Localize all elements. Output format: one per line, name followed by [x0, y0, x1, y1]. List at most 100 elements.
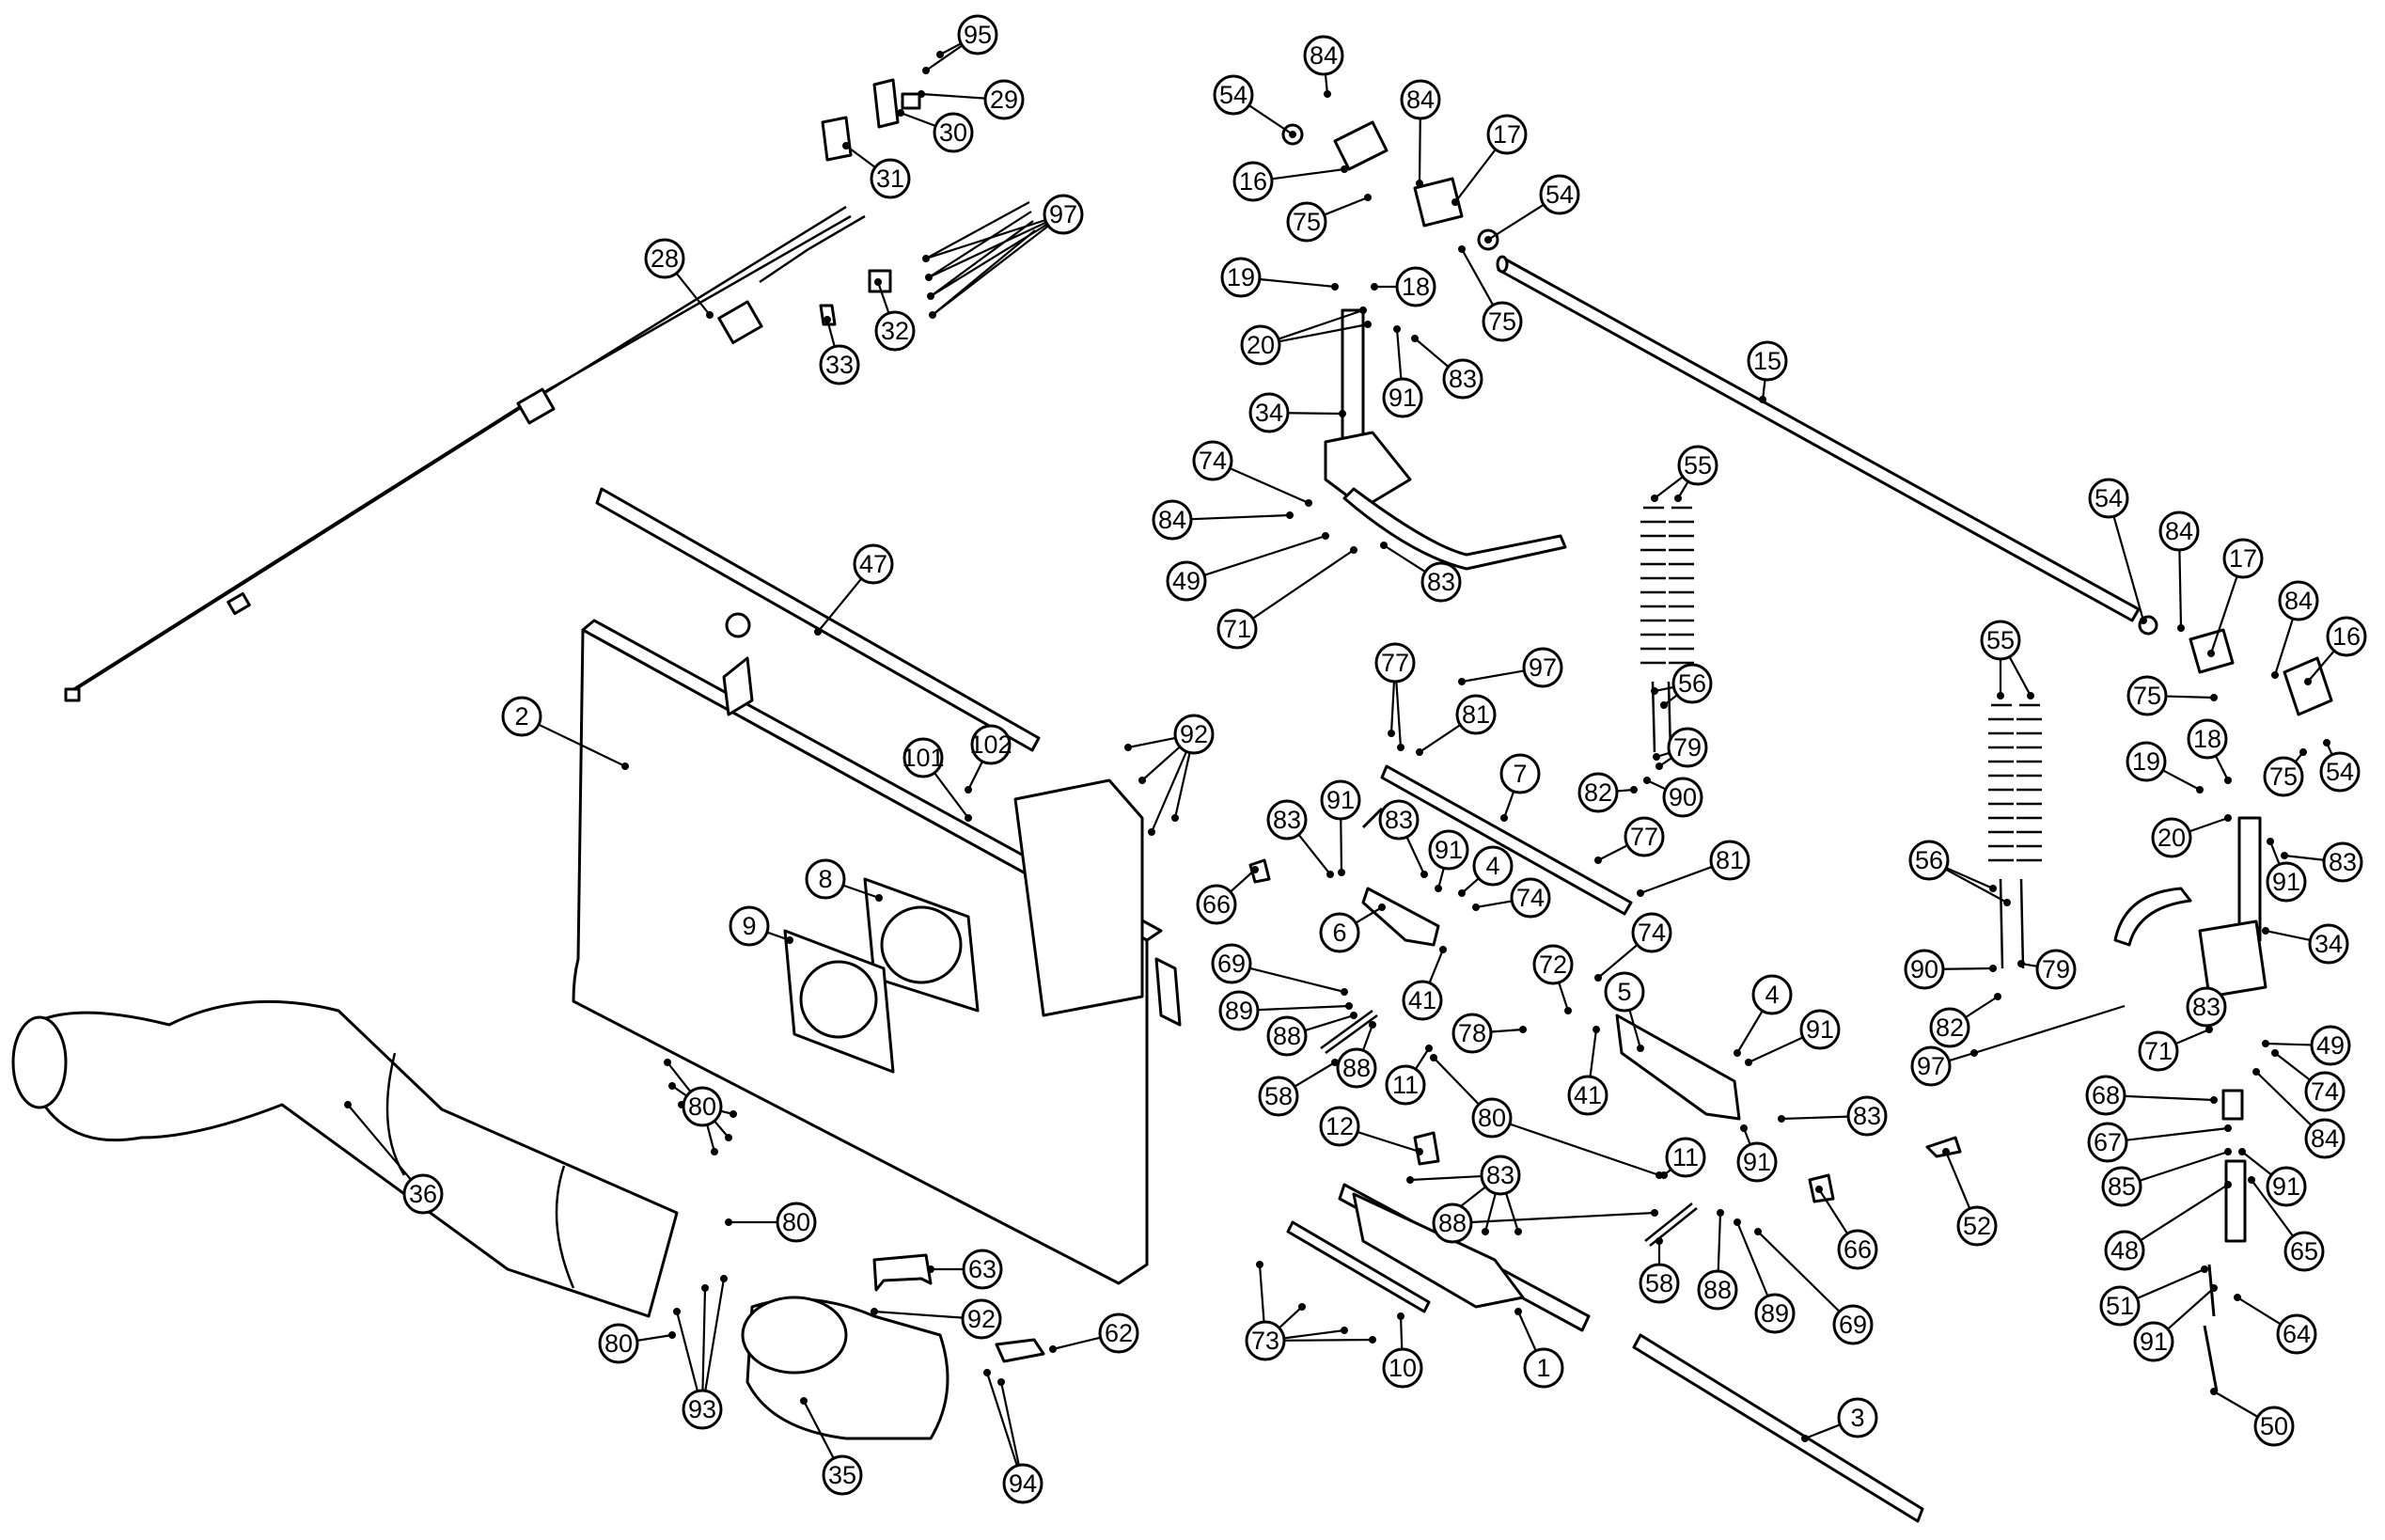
callout-label: 72 [1539, 951, 1567, 979]
leader-dot [2210, 1388, 2218, 1395]
callout-label: 75 [2133, 682, 2161, 710]
callout-95: 95 [922, 14, 998, 74]
callout-label: 74 [1516, 884, 1545, 912]
leader-dot [1359, 306, 1367, 314]
callout-circle [1736, 1141, 1778, 1183]
callout-leader [538, 723, 626, 767]
callout-circle [1522, 647, 1563, 688]
wiring-harness [64, 205, 866, 702]
callout-label: 52 [1963, 1212, 1991, 1240]
leader-dot [965, 814, 972, 822]
callout-label: 54 [1546, 181, 1574, 209]
callout-91: 91 [1428, 829, 1469, 892]
leader-dot [2323, 739, 2330, 746]
callout-47: 47 [814, 543, 894, 636]
callout-19: 19 [1220, 257, 1339, 298]
leader-dot [936, 51, 944, 58]
callout-label: 11 [1392, 1071, 1419, 1099]
callout-label: 64 [2283, 1320, 2311, 1348]
callout-circle [1211, 943, 1252, 984]
leader-dot [1406, 1176, 1414, 1184]
leader-dot [2017, 960, 2025, 967]
callout-75: 75 [1286, 194, 1372, 243]
leader-dot [1458, 678, 1466, 685]
callout-label: 79 [1673, 733, 1702, 762]
callout-circle [2186, 986, 2227, 1028]
callout-label: 88 [1273, 1022, 1301, 1050]
callout-91: 91 [2238, 1148, 2307, 1207]
callout-69: 69 [1754, 1228, 1874, 1345]
callout-94: 94 [983, 1369, 1043, 1504]
callout-label: 78 [1458, 1019, 1486, 1047]
callout-8: 8 [805, 858, 883, 902]
callout-leader [1399, 1315, 1404, 1350]
callout-circle [1395, 266, 1436, 307]
callout-label: 88 [1342, 1054, 1371, 1082]
callout-label: 84 [2165, 517, 2193, 545]
callout-leader [1203, 534, 1326, 576]
callout-74: 74 [1594, 912, 1672, 982]
callout-circle [1216, 608, 1258, 650]
callout-circle [1499, 753, 1541, 794]
callout-66: 66 [1196, 866, 1259, 925]
leader-dot [1341, 988, 1348, 996]
callout-17: 17 [1451, 114, 1528, 206]
leader-dot [730, 1110, 737, 1118]
callout-leader [1324, 196, 1369, 216]
callout-circle [2158, 511, 2200, 552]
callout-circle [1480, 1155, 1521, 1196]
callout-101: 101 [902, 737, 972, 822]
callout-leader [920, 92, 986, 100]
callout-83: 83 [1378, 799, 1428, 878]
leader-dot [1514, 1308, 1522, 1315]
callout-label: 56 [1678, 669, 1706, 698]
callout-circle [1523, 1347, 1564, 1389]
callout-leader [1509, 1123, 1660, 1177]
leader-dot [927, 292, 934, 300]
callout-label: 81 [1462, 700, 1490, 729]
callout-3: 3 [1801, 1397, 1878, 1442]
leader-dot [344, 1101, 352, 1108]
leader-dot [1378, 904, 1386, 911]
callout-label: 69 [1839, 1311, 1867, 1339]
callout-label: 51 [2106, 1292, 2134, 1320]
callout-leader [1945, 868, 2008, 904]
callout-label: 12 [1326, 1112, 1354, 1140]
callout-leader [1355, 906, 1383, 924]
callout-circle [902, 737, 944, 778]
leader-dot [800, 1397, 808, 1405]
callout-17: 17 [2207, 538, 2264, 657]
callout-label: 19 [2132, 747, 2160, 776]
callout-leader [701, 1287, 707, 1391]
callout-label: 84 [1310, 41, 1338, 70]
leader-dot [875, 894, 883, 902]
callout-75: 75 [2263, 748, 2307, 797]
callout-circle [2278, 580, 2319, 621]
callout-label: 68 [2092, 1081, 2120, 1109]
callout-83: 83 [2281, 841, 2363, 883]
leader-dot [701, 1284, 709, 1292]
callout-circle [1378, 799, 1420, 841]
callout-leader [2140, 1184, 2229, 1242]
callout-leader [1304, 1014, 1355, 1032]
callout-82: 82 [1577, 772, 1638, 813]
callout-label: 17 [2229, 544, 2257, 573]
callout-label: 74 [2311, 1077, 2339, 1106]
callout-83: 83 [1778, 1095, 1888, 1137]
leader-dot [2140, 617, 2147, 624]
callout-circle [1631, 912, 1672, 953]
callout-88: 88 [1697, 1209, 1738, 1311]
callout-circle [970, 724, 1012, 765]
callout-circle [2304, 1071, 2346, 1112]
leader-dot [668, 1331, 676, 1339]
leader-dot [1754, 1228, 1762, 1235]
callout-58: 58 [1639, 1237, 1680, 1304]
callout-circle [2253, 1406, 2295, 1447]
callout-label: 2 [514, 702, 528, 731]
leader-dot [1500, 814, 1508, 822]
callout-74: 74 [1192, 440, 1312, 507]
callout-34: 34 [2262, 923, 2349, 965]
callout-circle [1671, 663, 1713, 704]
